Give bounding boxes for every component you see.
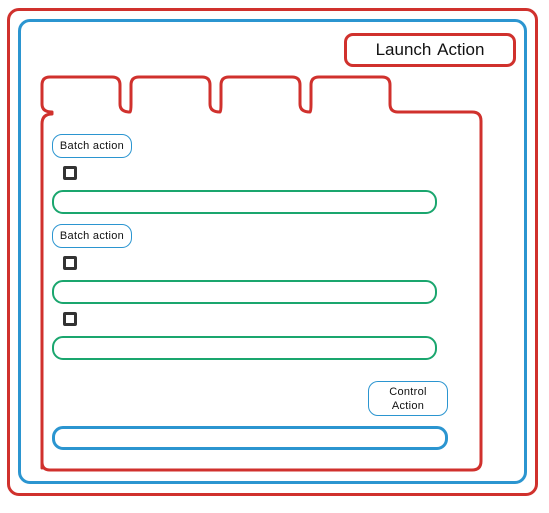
text-input-2[interactable] — [52, 280, 437, 304]
tab-3[interactable] — [221, 77, 300, 112]
checkbox-2[interactable] — [63, 256, 77, 270]
control-action-label-line1: Control — [389, 385, 427, 398]
launch-action-button[interactable]: Launch Action — [344, 33, 516, 67]
checkbox-1[interactable] — [63, 166, 77, 180]
checkbox-3[interactable] — [63, 312, 77, 326]
tab-2[interactable] — [131, 77, 210, 112]
tab-4[interactable] — [311, 77, 390, 112]
inner-frame — [18, 19, 527, 484]
control-action-button[interactable]: Control Action — [368, 381, 448, 416]
control-action-label-line2: Action — [391, 399, 425, 412]
text-input-1[interactable] — [52, 190, 437, 214]
bottom-input[interactable] — [52, 426, 448, 450]
text-input-3[interactable] — [52, 336, 437, 360]
outer-frame — [7, 8, 538, 496]
tab-1[interactable] — [42, 77, 120, 112]
batch-action-button-2[interactable]: Batch action — [52, 224, 132, 248]
batch-action-button-1[interactable]: Batch action — [52, 134, 132, 158]
